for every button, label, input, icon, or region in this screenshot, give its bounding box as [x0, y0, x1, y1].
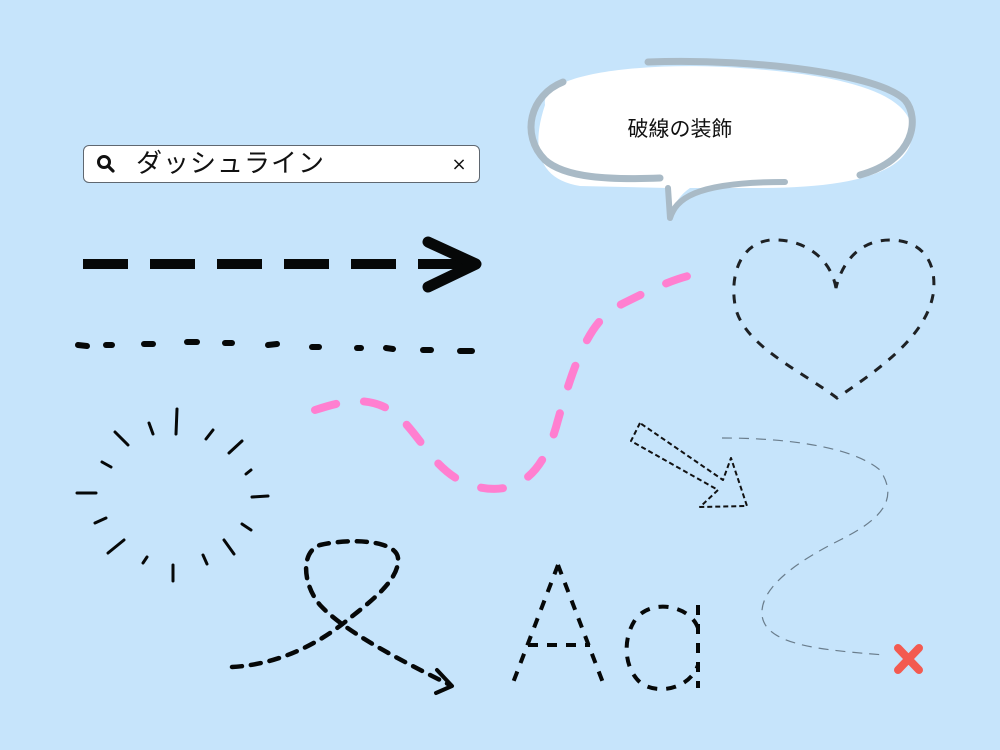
speech-bubble-text: 破線の装飾	[627, 117, 733, 141]
bold-dashed-arrow	[83, 236, 482, 293]
close-icon[interactable]: ×	[451, 153, 467, 175]
hand-drawn-dotted-line	[75, 339, 475, 354]
search-value[interactable]: ダッシュライン	[136, 149, 326, 179]
search-icon	[97, 155, 115, 173]
radiating-burst-lines	[75, 407, 270, 583]
pink-dashed-wave	[311, 269, 709, 493]
dashed-heart	[732, 238, 936, 400]
dashed-outline-arrow	[630, 422, 748, 508]
search-input[interactable]: ダッシュライン ×	[83, 145, 480, 183]
dashed-loop-arrow	[229, 539, 454, 695]
x-mark-icon	[894, 644, 923, 674]
speech-bubble	[527, 57, 916, 222]
thin-dashed-path	[721, 437, 889, 656]
dashed-letters	[509, 564, 700, 692]
